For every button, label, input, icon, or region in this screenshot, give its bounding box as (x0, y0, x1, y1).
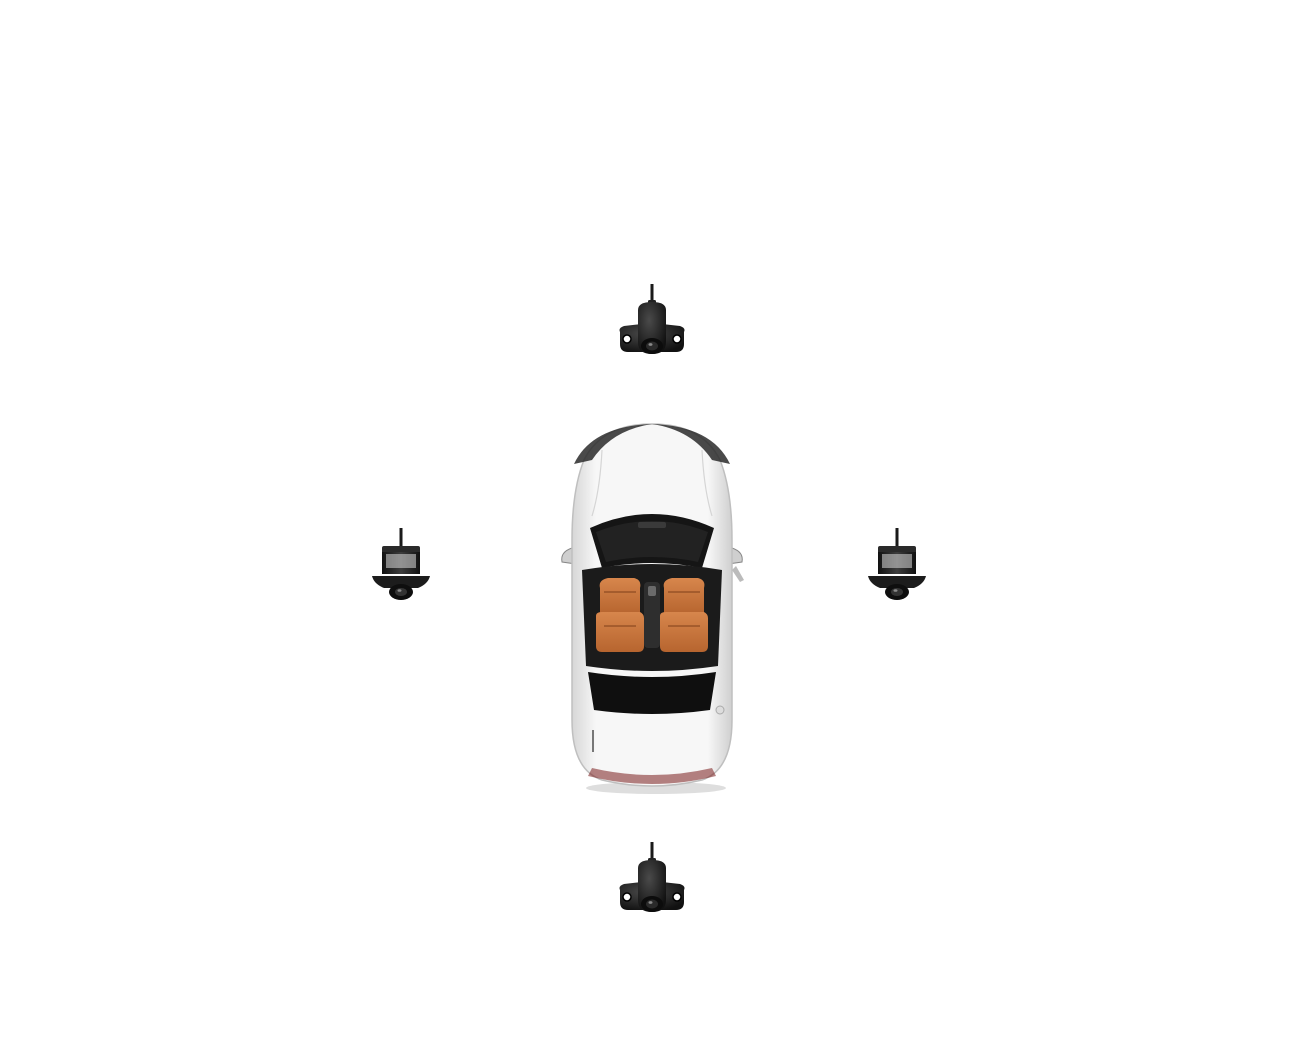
left-camera-icon (368, 528, 434, 604)
convertible-car-top-view (552, 420, 752, 796)
rear-camera-icon (612, 842, 692, 920)
front-camera-icon (612, 284, 692, 362)
right-camera-icon (864, 528, 930, 604)
